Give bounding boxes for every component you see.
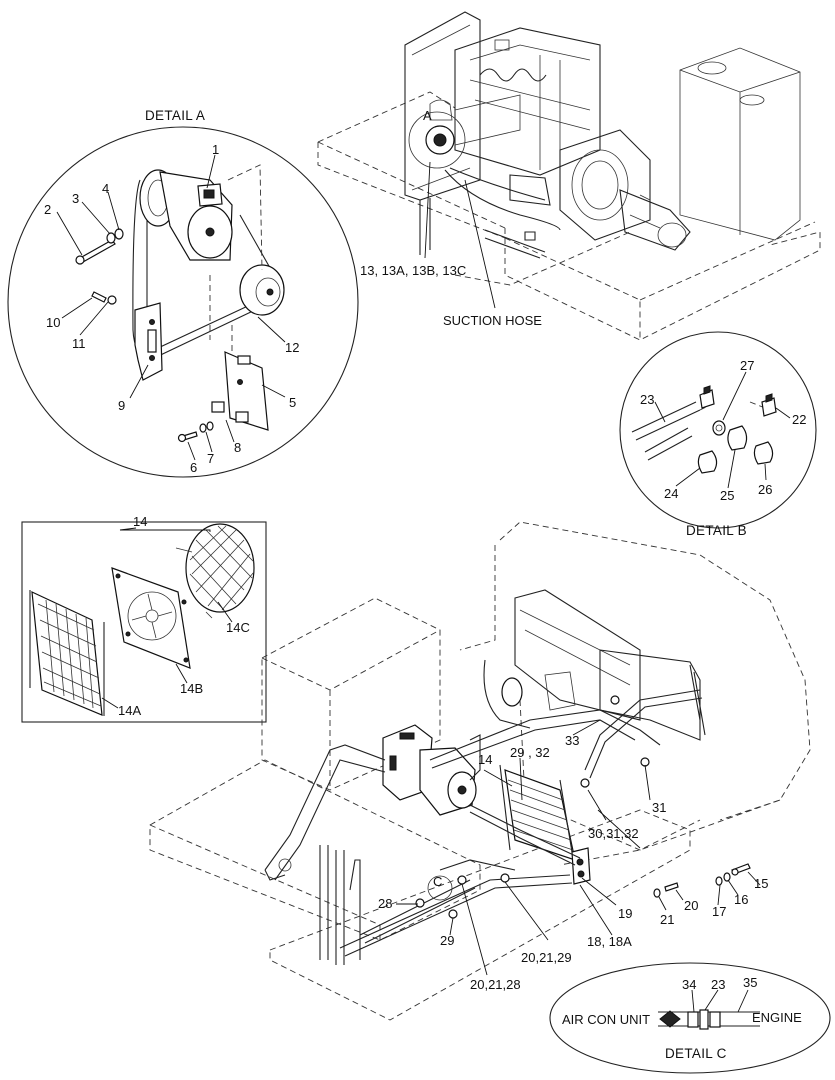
callout-35: 35 (743, 975, 757, 990)
callout-11: 11 (72, 336, 86, 351)
callout-23: 23 (640, 392, 654, 407)
suction-hose-label: SUCTION HOSE (443, 313, 542, 328)
callout-26: 26 (758, 482, 772, 497)
detail-b: 23 27 22 24 25 26 DETAIL B (619, 331, 817, 538)
callout-16: 16 (734, 892, 748, 907)
callout-3: 3 (72, 191, 79, 206)
callout-22: 22 (792, 412, 806, 427)
detail-c-ellipse (549, 962, 831, 1074)
callout-18: 18, 18A (587, 934, 632, 949)
detail-c-title: DETAIL C (665, 1046, 727, 1061)
callout-28: 28 (378, 896, 392, 911)
callout-7: 7 (207, 451, 214, 466)
detail-a-circle (7, 126, 359, 478)
callout-20: 20 (684, 898, 698, 913)
callout-15: 15 (754, 876, 768, 891)
callout-14a: 14A (118, 703, 141, 718)
detail-b-title: DETAIL B (686, 523, 747, 538)
callout-27: 27 (740, 358, 754, 373)
engine-compartment-view: A 13, 13A, 13B, 13C SUCTION HOSE (317, 11, 821, 341)
callout-33: 33 (565, 733, 579, 748)
callout-34: 34 (682, 977, 696, 992)
detail-a-marker: A (423, 108, 432, 123)
callout-25: 25 (720, 488, 734, 503)
callout-20-21-29: 20,21,29 (521, 950, 572, 965)
detail-a-title: DETAIL A (145, 108, 205, 123)
inset-callout-14: 14 (133, 514, 147, 529)
callout-21: 21 (660, 912, 674, 927)
condenser-inset: 14 14A 14B 14C (21, 514, 267, 723)
callout-20-21-28: 20,21,28 (470, 977, 521, 992)
callout-12: 12 (285, 340, 299, 355)
callout-24: 24 (664, 486, 678, 501)
callout-9: 9 (118, 398, 125, 413)
detail-a: DETAIL A (7, 108, 359, 478)
air-con-unit-label: AIR CON UNIT (562, 1012, 650, 1027)
callout-13: 13, 13A, 13B, 13C (360, 263, 466, 278)
callout-6: 6 (190, 460, 197, 475)
callout-19: 19 (618, 906, 632, 921)
callout-14b: 14B (180, 681, 203, 696)
callout-29-32: 29 , 32 (510, 745, 550, 760)
detail-c: AIR CON UNIT ENGINE 34 23 35 DETAIL C (549, 962, 831, 1074)
callout-29: 29 (440, 933, 454, 948)
detail-b-circle (619, 331, 817, 529)
callout-23-c: 23 (711, 977, 725, 992)
callout-10: 10 (46, 315, 60, 330)
detail-c-marker: C (433, 874, 442, 889)
main-callout-14: 14 (478, 752, 492, 767)
inset-frame (21, 521, 267, 723)
callout-17: 17 (712, 904, 726, 919)
callout-1: 1 (212, 142, 219, 157)
callout-30-31-32: 30,31,32 (588, 826, 639, 841)
callout-5: 5 (289, 395, 296, 410)
callout-14c: 14C (226, 620, 250, 635)
main-installation-view: C 14 29 , 32 33 31 30,31,32 15 16 17 20 … (149, 521, 811, 1021)
engine-label: ENGINE (752, 1010, 802, 1025)
callout-8: 8 (234, 440, 241, 455)
callout-2: 2 (44, 202, 51, 217)
callout-31: 31 (652, 800, 666, 815)
callout-4: 4 (102, 181, 109, 196)
